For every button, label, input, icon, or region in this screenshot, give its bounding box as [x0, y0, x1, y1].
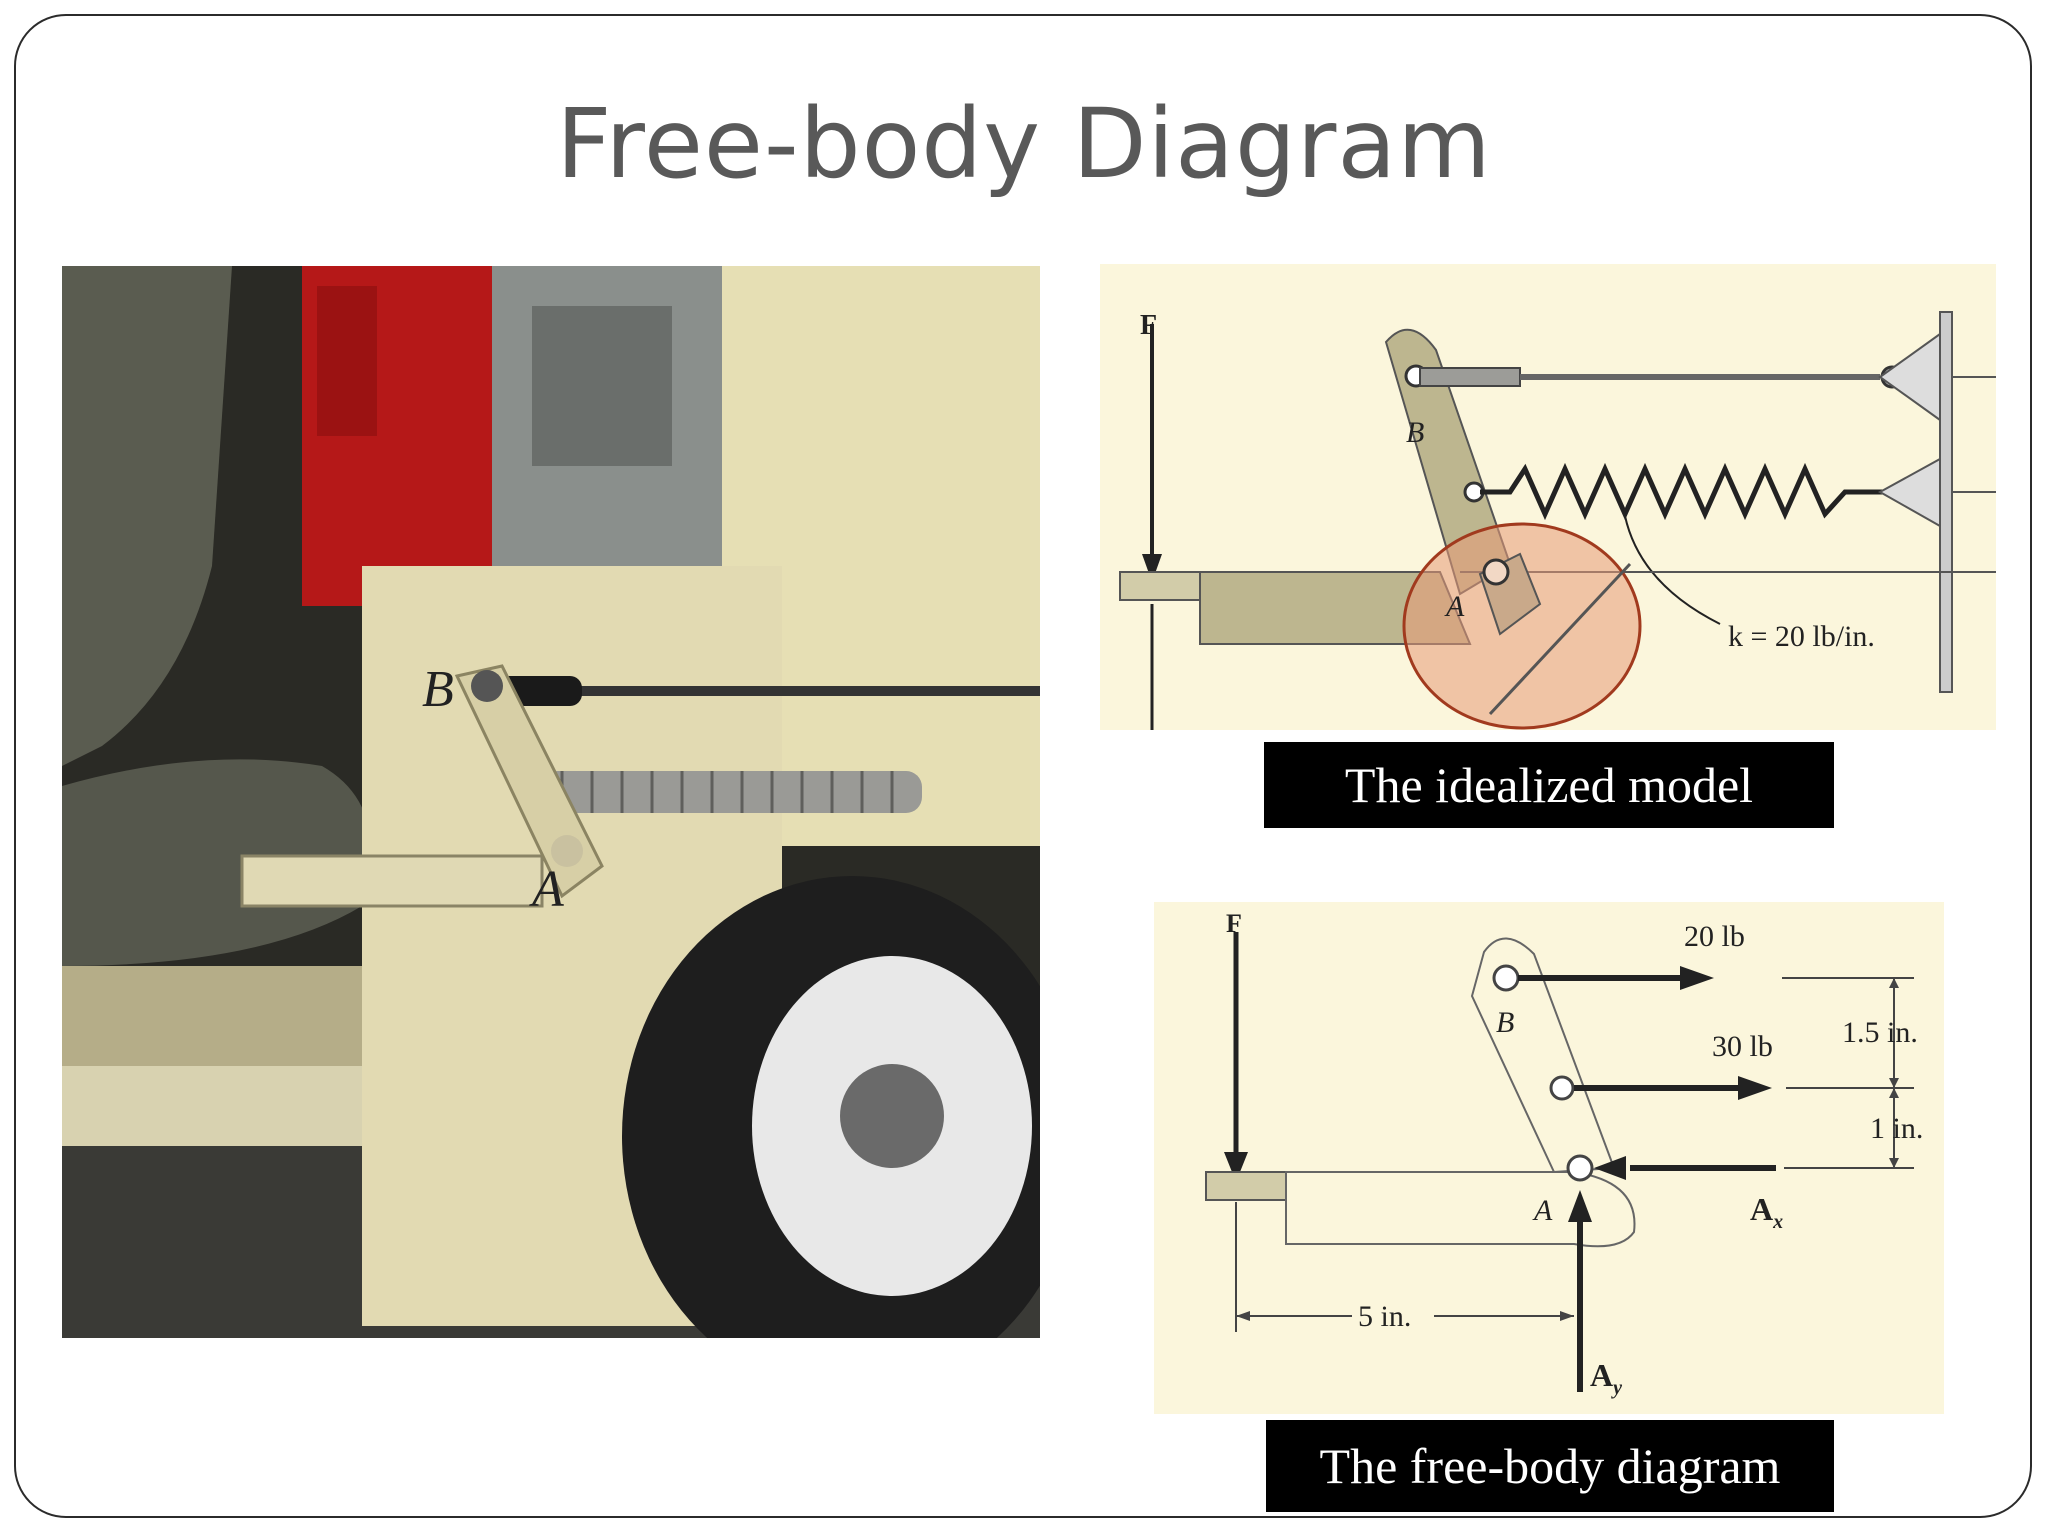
pin-a-highlight: [1402, 522, 1642, 730]
reaction-ax-label: Ax: [1750, 1191, 1783, 1233]
fbd-label-a: A: [1532, 1194, 1553, 1227]
ground-support-line: [1488, 562, 1632, 716]
fbd-pin-b: [1492, 964, 1520, 992]
force-20lb-arrowhead: [1680, 966, 1714, 990]
spring-constant-label: k = 20 lb/in.: [1728, 620, 1875, 653]
dim-5-label: 5 in.: [1358, 1300, 1411, 1333]
slide-title: Free-body Diagram: [556, 88, 1492, 200]
free-body-caption: The free-body diagram: [1266, 1420, 1834, 1512]
dim-1-5-label: 1.5 in.: [1842, 1016, 1918, 1049]
model-force-label: F: [1140, 310, 1157, 341]
dim-arrow-left: [1236, 1311, 1250, 1321]
fbd-pin-a: [1566, 1154, 1594, 1182]
spring: [1480, 462, 1890, 521]
fbd-pedal-pad: [1205, 1171, 1287, 1201]
reaction-ax-arrowhead: [1594, 1156, 1626, 1180]
photo-label-a: A: [529, 861, 564, 918]
dim-arrow-2: [1889, 1078, 1899, 1088]
free-body-diagram: F B A 20 lb 30 lb Ax Ay 1.5: [1154, 902, 1944, 1414]
model-label-a: A: [1444, 590, 1465, 623]
reaction-ay-label: Ay: [1590, 1357, 1622, 1399]
dim-arrow-1: [1889, 978, 1899, 988]
pin-a: [1482, 558, 1510, 586]
fbd-force-label: F: [1226, 909, 1242, 938]
fbd-label-b: B: [1496, 1006, 1514, 1039]
wall-support: [1939, 311, 1953, 693]
dim-label-backdrop: [1352, 1298, 1434, 1332]
fbd-spring-pin: [1549, 1075, 1575, 1101]
dim-arrow-3: [1889, 1088, 1899, 1098]
dim-arrow-right: [1560, 1311, 1574, 1321]
mechanism-photo-illustration: B A: [62, 266, 1040, 1338]
pedal-pad: [1119, 571, 1201, 601]
force-20lb-label: 20 lb: [1684, 920, 1745, 953]
reaction-ay-arrowhead: [1568, 1190, 1592, 1222]
dim-arrow-4: [1889, 1158, 1899, 1168]
dim-1-label: 1 in.: [1870, 1112, 1923, 1145]
fbd-pedal-outline: [1285, 1171, 1636, 1248]
spring-leader-line: [1624, 515, 1721, 625]
idealized-model-caption: The idealized model: [1264, 742, 1834, 828]
fbd-force-f-arrowhead: [1224, 1152, 1248, 1182]
force-30lb-arrowhead: [1738, 1076, 1772, 1100]
photo-label-b: B: [422, 661, 454, 718]
link-rod-sleeve: [1419, 367, 1521, 387]
free-body-background: [1154, 902, 1944, 1414]
idealized-model-diagram: F B k = 20 lb/in. A: [1100, 264, 1996, 730]
force-30lb-label: 30 lb: [1712, 1030, 1773, 1063]
model-label-b: B: [1406, 416, 1424, 449]
force-f-arrowhead: [1142, 554, 1162, 582]
mechanism-photo: B A: [62, 266, 1040, 1338]
